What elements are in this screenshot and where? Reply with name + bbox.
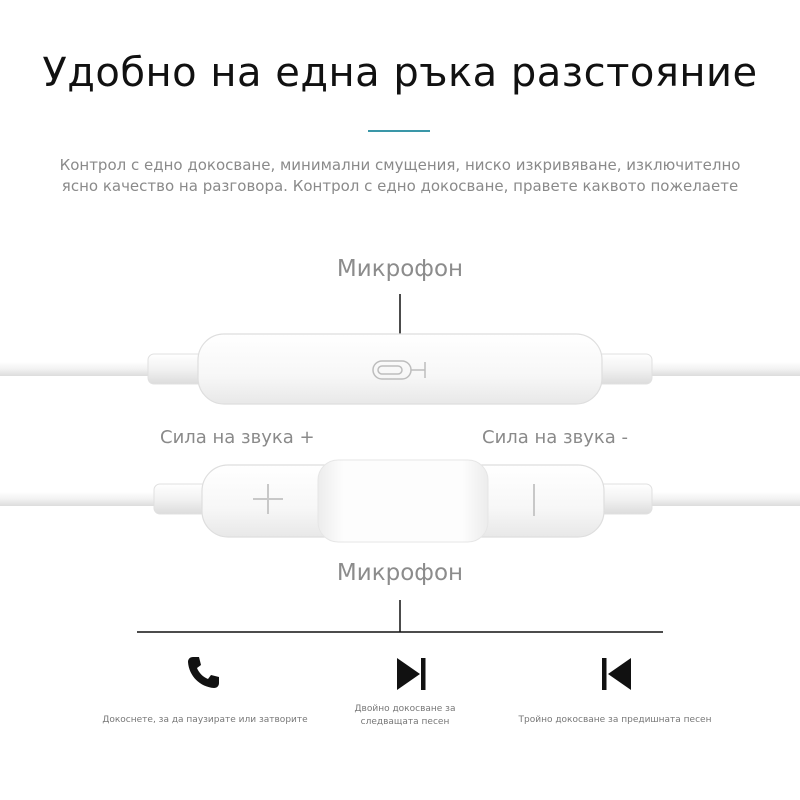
volume-up-label: Сила на звука +: [160, 427, 315, 448]
caption-previous-track: Тройно докосване за предишната песен: [518, 715, 712, 725]
cable-right-top: [650, 362, 800, 376]
remote-body-top: [197, 333, 603, 405]
volume-up-icon: [253, 484, 283, 514]
description-line-2: ясно качество на разговора. Контрол с ед…: [61, 177, 739, 195]
phone-icon: [188, 657, 219, 688]
cable-left-bottom: [0, 492, 160, 506]
description-line-1: Контрол с едно докосване, минимални смущ…: [59, 156, 741, 174]
page-title: Удобно на една ръка разстояние: [42, 50, 758, 96]
next-track-icon: [397, 658, 426, 690]
caption-next-track: Двойно докосване за следващата песен: [354, 704, 456, 727]
top-remote: [0, 333, 800, 405]
caption-pause-hangup: Докоснете, за да паузирате или затворите: [102, 715, 308, 725]
cable-left-top: [0, 362, 150, 376]
microphone-label-bottom: Микрофон: [336, 560, 464, 586]
previous-track-icon: [602, 658, 631, 690]
strain-relief-right-top: [595, 353, 653, 385]
title-accent-line: [368, 130, 430, 132]
bottom-remote: [0, 459, 800, 543]
volume-down-label: Сила на звука -: [482, 427, 628, 448]
microphone-hole-icon: [372, 360, 426, 380]
cable-right-bottom: [650, 492, 800, 506]
center-button: [317, 459, 489, 543]
strain-relief-left-top: [147, 353, 205, 385]
microphone-label-top: Микрофон: [336, 256, 464, 282]
